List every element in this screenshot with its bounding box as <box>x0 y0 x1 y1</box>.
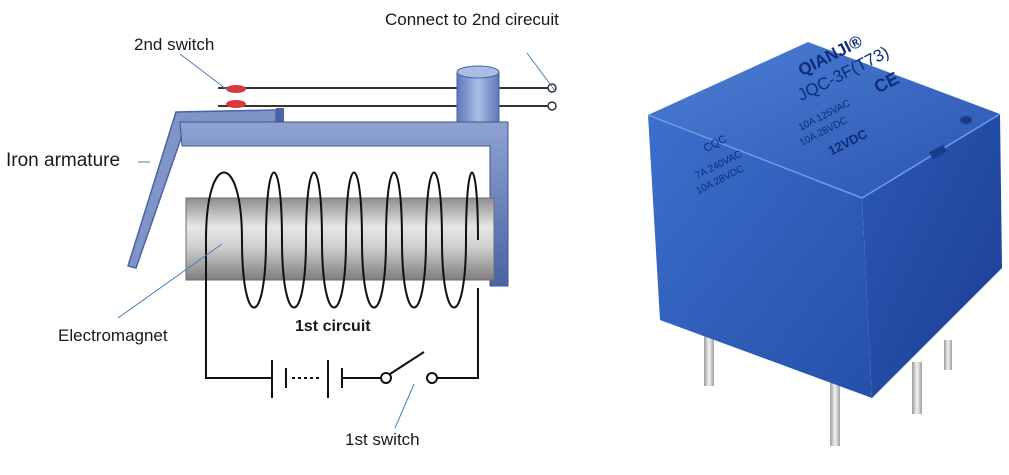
relay-side-face <box>862 114 1002 398</box>
first-switch-leader <box>394 383 415 429</box>
vent-hole <box>960 116 972 124</box>
connect-second-circuit-label: Connect to 2nd cirecuit <box>385 10 559 29</box>
iron-armature-label: Iron armature <box>6 150 121 171</box>
first-circuit <box>205 288 479 398</box>
electromagnet-label: Electromagnet <box>58 326 168 345</box>
second-switch-label: 2nd switch <box>134 35 215 54</box>
relay-top-face <box>648 42 1000 198</box>
relay-pins <box>704 330 952 446</box>
electromagnet-leader <box>117 243 223 319</box>
first-switch-label: 1st switch <box>345 430 420 449</box>
second-switch-leader <box>179 53 231 93</box>
coil-windings <box>205 171 479 338</box>
terminal-connectors <box>526 52 557 111</box>
first-circuit-label: 1st circuit <box>295 318 371 335</box>
yoke-frame <box>179 121 509 287</box>
relay-front-face <box>648 115 872 398</box>
